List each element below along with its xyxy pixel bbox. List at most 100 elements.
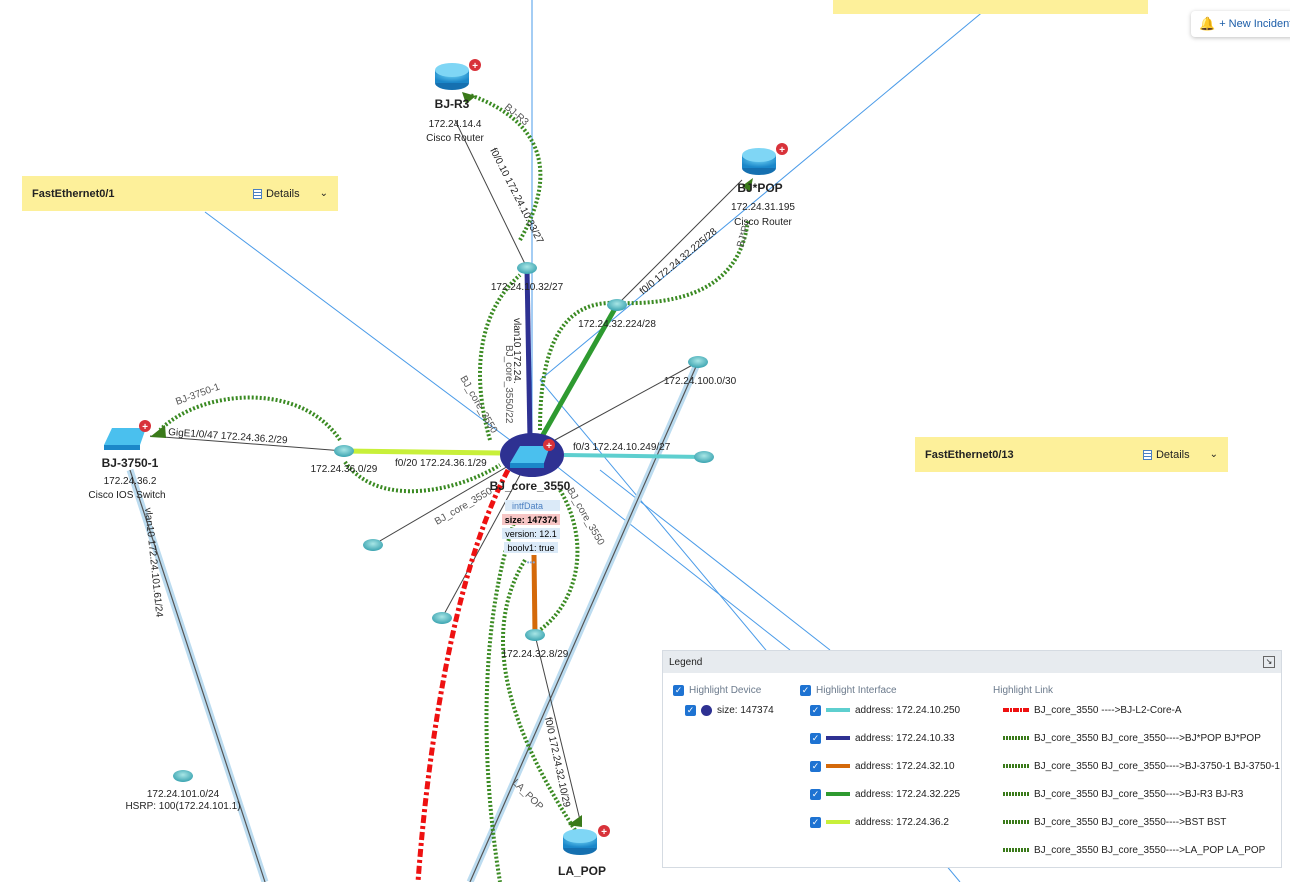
device-bj-r3[interactable]: + BJ-R3 172.24.14.4 Cisco Router	[426, 59, 485, 144]
highlighted-paths	[158, 93, 750, 882]
document-icon	[1142, 449, 1152, 460]
svg-text:Cisco Router: Cisco Router	[426, 133, 484, 144]
svg-text:172.24.101.0/24: 172.24.101.0/24	[147, 789, 220, 800]
svg-text:172.24.36.2: 172.24.36.2	[104, 476, 157, 487]
svg-text:Cisco Router: Cisco Router	[734, 217, 792, 228]
svg-text:172.24.31.195: 172.24.31.195	[731, 202, 795, 213]
link-label-core-vlan2: BJ_core_3550/22	[503, 345, 514, 424]
color-swatch	[826, 792, 850, 796]
highlight-interface-checkbox[interactable]: ✓	[800, 684, 811, 696]
subnet-node[interactable]: 172.24.36.0/29	[311, 445, 378, 475]
svg-text:boolv1: true: boolv1: true	[507, 543, 554, 553]
subnet-node[interactable]	[363, 539, 383, 551]
highlighted-interfaces	[343, 267, 705, 636]
legend-interface-item: ✓address: 172.24.32.225	[810, 788, 961, 800]
expand-icon[interactable]: ↘	[1263, 656, 1275, 668]
svg-text:172.24.100.0/30: 172.24.100.0/30	[664, 376, 737, 387]
color-swatch	[826, 736, 850, 740]
details-button[interactable]: Details	[252, 188, 300, 200]
interface-links	[149, 119, 743, 821]
link-style-swatch	[1003, 764, 1029, 768]
legend-interface-item: ✓address: 172.24.36.2	[810, 816, 949, 828]
color-swatch	[826, 764, 850, 768]
subnet-node[interactable]: 172.24.32.8/29	[502, 629, 569, 660]
legend-link-item: BJ_core_3550 ---->BJ-L2-Core-A	[993, 703, 1280, 717]
interface-item-checkbox[interactable]: ✓	[810, 816, 821, 828]
link-label-f03: f0/3 172.24.10.249/27	[573, 442, 671, 453]
svg-text:BJ-3750-1: BJ-3750-1	[102, 456, 159, 470]
details-button[interactable]: Details	[1142, 449, 1190, 461]
add-icon	[776, 143, 788, 155]
legend-link-item: BJ_core_3550 BJ_core_3550---->BST BST	[993, 815, 1280, 829]
svg-text:172.24.32.224/28: 172.24.32.224/28	[578, 319, 656, 330]
link-style-swatch	[1003, 708, 1029, 712]
bell-icon: 🔔	[1199, 16, 1216, 31]
svg-text:172.24.14.4: 172.24.14.4	[429, 119, 482, 130]
arrow-bj-3750	[150, 425, 166, 438]
chevron-down-icon[interactable]: ⌄	[319, 188, 328, 199]
svg-text:size: 147374: size: 147374	[505, 515, 558, 525]
subnet-node[interactable]: 172.24.100.0/30	[664, 356, 737, 387]
link-label-f020: f0/20 172.24.36.1/29	[395, 458, 487, 469]
legend-panel: Legend↘ ✓Highlight Device ✓size: 147374 …	[662, 650, 1282, 868]
link-label-core-vlan: vlan10 172.24.	[511, 318, 522, 384]
info-panel-fastethernet0-13[interactable]: FastEthernet0/13 Details ⌄	[915, 437, 1228, 472]
svg-text:+: +	[472, 61, 478, 72]
info-panel-top[interactable]	[833, 0, 1148, 14]
svg-text:172.24.32.8/29: 172.24.32.8/29	[502, 649, 569, 660]
svg-text:+: +	[601, 827, 607, 838]
legend-link-item: BJ_core_3550 BJ_core_3550---->BJ-R3 BJ-R…	[993, 787, 1280, 801]
path-label-lapop: LA_POP	[510, 777, 546, 813]
document-icon	[252, 188, 262, 199]
panel-title: FastEthernet0/1	[32, 187, 115, 200]
subnet-node[interactable]: 172.24.32.224/28	[578, 299, 656, 330]
svg-text:BJ*POP: BJ*POP	[737, 181, 782, 195]
svg-text:+: +	[546, 441, 552, 452]
path-label-3750: BJ-3750-1	[174, 382, 222, 408]
trunk-links	[126, 360, 702, 882]
highlight-device-checkbox[interactable]: ✓	[673, 684, 684, 696]
legend-link-item: BJ_core_3550 BJ_core_3550---->LA_POP LA_…	[993, 843, 1280, 857]
link-label-3750: GigE1/0/47 172.24.36.2/29	[168, 427, 288, 446]
link-style-swatch	[1003, 792, 1029, 796]
device-la-pop[interactable]: + LA_POP	[558, 825, 610, 878]
device-item-checkbox[interactable]: ✓	[685, 704, 696, 716]
highlight-link-label: Highlight Link	[993, 684, 1054, 696]
svg-text:172.24.10.32/27: 172.24.10.32/27	[491, 282, 564, 293]
svg-text:BJ-R3: BJ-R3	[435, 97, 470, 111]
device-bj-pop[interactable]: + BJ*POP 172.24.31.195 Cisco Router	[731, 143, 795, 228]
interface-item-checkbox[interactable]: ✓	[810, 788, 821, 800]
legend-title: Legend	[669, 656, 703, 668]
add-icon	[139, 420, 151, 432]
legend-interface-item: ✓address: 172.24.10.33	[810, 732, 955, 744]
link-label-lapop: f0/0 172.24.32.10/29	[542, 716, 572, 808]
link-style-swatch	[1003, 820, 1029, 824]
svg-text:172.24.36.0/29: 172.24.36.0/29	[311, 464, 378, 475]
svg-text:BJ_core_3550: BJ_core_3550	[490, 479, 571, 493]
svg-text:Cisco IOS Switch: Cisco IOS Switch	[88, 490, 165, 501]
svg-text:+: +	[142, 422, 148, 433]
interface-item-checkbox[interactable]: ✓	[810, 760, 821, 772]
chevron-down-icon[interactable]: ⌄	[1209, 449, 1218, 460]
intf-data-title: intfData	[512, 501, 543, 511]
info-panel-fastethernet0-1[interactable]: FastEthernet0/1 Details ⌄	[22, 176, 338, 211]
interface-item-checkbox[interactable]: ✓	[810, 704, 821, 716]
panel-title: FastEthernet0/13	[925, 448, 1014, 461]
subnet-node[interactable]: 172.24.10.32/27	[491, 262, 564, 293]
subnet-node[interactable]	[694, 451, 714, 463]
svg-text:+: +	[779, 145, 785, 156]
device-bj-core-3550[interactable]: + BJ_core_3550 intfData size: 147374 ver…	[490, 433, 571, 567]
interface-item-checkbox[interactable]: ✓	[810, 732, 821, 744]
device-icon	[701, 704, 712, 716]
legend-interface-item: ✓address: 172.24.32.10	[810, 760, 955, 772]
legend-interface-item: ✓address: 172.24.10.250	[810, 704, 961, 716]
arrow-bj-pop	[742, 178, 753, 192]
add-icon	[469, 59, 481, 71]
color-swatch	[826, 708, 850, 712]
device-bj-3750-1[interactable]: + BJ-3750-1 172.24.36.2 Cisco IOS Switch	[88, 420, 166, 501]
arrow-bj-r3	[462, 92, 476, 104]
subnet-node[interactable]	[432, 612, 452, 624]
new-incident-button[interactable]: 🔔 + New Incident	[1191, 11, 1290, 37]
